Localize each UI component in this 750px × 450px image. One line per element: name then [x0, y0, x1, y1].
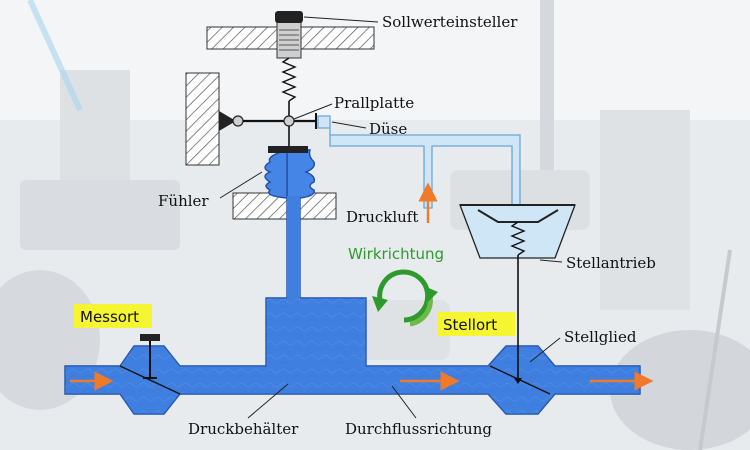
- label-duese: Düse: [369, 120, 407, 138]
- label-messort: Messort: [80, 308, 139, 326]
- air-line: [317, 115, 521, 223]
- measuring-probe: [119, 334, 181, 395]
- label-wirkrichtung: Wirkrichtung: [348, 245, 444, 263]
- label-druckluft: Druckluft: [346, 208, 418, 226]
- setpoint-spring: [281, 57, 297, 102]
- label-fuehler: Fühler: [158, 192, 209, 210]
- setpoint-adjuster: [206, 11, 379, 120]
- actuator: [459, 204, 576, 395]
- label-druckbehaelter: Druckbehälter: [188, 420, 299, 438]
- actuator-spring: [510, 221, 526, 256]
- label-stellglied: Stellglied: [564, 328, 637, 346]
- process-pipe: [64, 196, 641, 415]
- label-durchflussrichtung: Durchflussrichtung: [345, 420, 492, 438]
- label-sollwerteinsteller: Sollwerteinsteller: [382, 13, 518, 31]
- label-stellort: Stellort: [443, 316, 497, 334]
- cycle-arrows-icon: [372, 269, 438, 327]
- label-prallplatte: Prallplatte: [334, 94, 414, 112]
- label-stellantrieb: Stellantrieb: [566, 254, 656, 272]
- baffle-assembly: [185, 72, 333, 166]
